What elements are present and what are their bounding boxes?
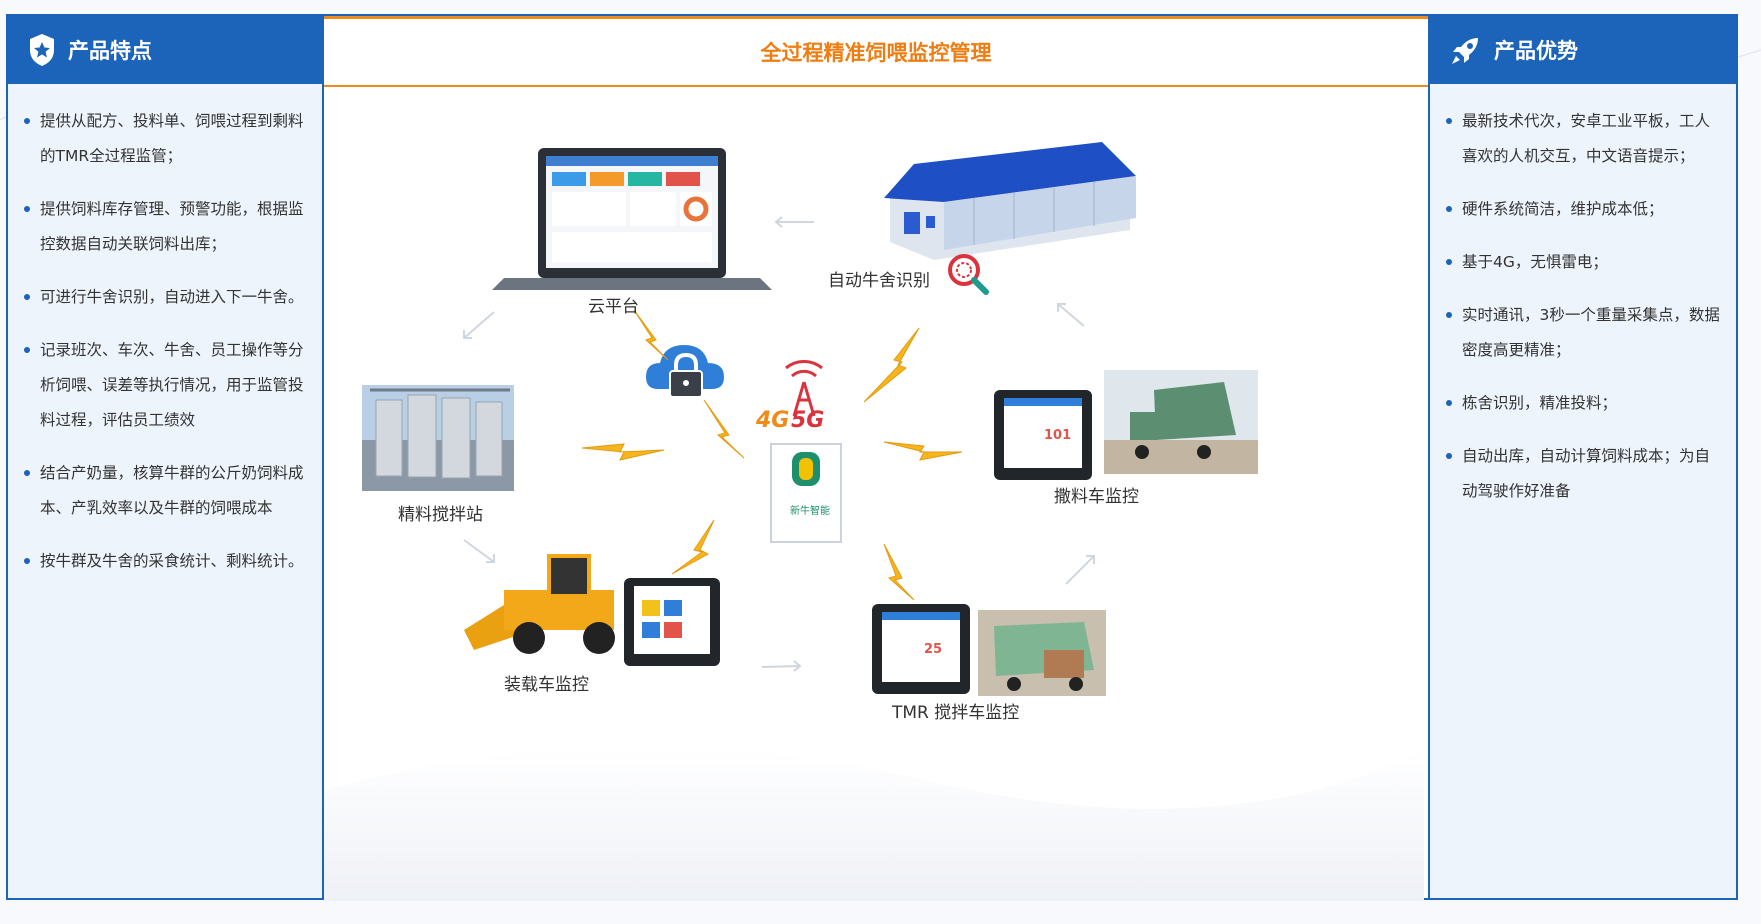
label-tmr: TMR 搅拌车监控 — [892, 703, 1020, 723]
tower-signal-icon — [785, 360, 823, 417]
list-item: 提供饲料库存管理、预警功能，根据监控数据自动关联饲料出库； — [24, 192, 308, 262]
list-item: 记录班次、车次、牛舍、员工操作等分析饲喂、误差等执行情况，用于监管投料过程，评估… — [24, 333, 308, 438]
list-item: 实时通讯，3秒一个重量采集点，数据密度高更精准； — [1446, 298, 1722, 368]
silo-photo — [362, 385, 514, 491]
screen-value-2: 25 — [924, 642, 943, 657]
list-item: 提供从配方、投料单、饲喂过程到剩料的TMR全过程监管； — [24, 104, 308, 174]
list-item: 最新技术代次，安卓工业平板，工人喜欢的人机交互，中文语音提示； — [1446, 104, 1722, 174]
features-panel: 产品特点 提供从配方、投料单、饲喂过程到剩料的TMR全过程监管； 提供饲料库存管… — [8, 16, 324, 898]
tmr-photo — [978, 610, 1106, 696]
list-item: 结合产奶量，核算牛群的公斤奶饲料成本、产乳效率以及牛群的饲喂成本 — [24, 456, 308, 526]
label-loader: 装载车监控 — [504, 675, 589, 695]
network-hub-device — [770, 360, 842, 543]
network-label-4g: 4G — [756, 408, 790, 433]
features-title: 产品特点 — [68, 39, 152, 63]
label-station: 精料搅拌站 — [398, 505, 483, 525]
list-item: 栋舍识别，精准投料； — [1446, 386, 1722, 421]
loader-tablet — [624, 578, 720, 666]
features-list: 提供从配方、投料单、饲喂过程到剩料的TMR全过程监管； 提供饲料库存管理、预警功… — [8, 84, 322, 579]
spreader-photo — [1104, 370, 1258, 474]
loader-illustration — [464, 554, 615, 654]
diagram-graphics — [324, 142, 1424, 901]
advantages-panel: 产品优势 最新技术代次，安卓工业平板，工人喜欢的人机交互，中文语音提示； 硬件系… — [1428, 16, 1736, 898]
barn-illustration — [884, 142, 1136, 260]
list-item: 按牛群及牛舍的采食统计、剩料统计。 — [24, 544, 308, 579]
features-header: 产品特点 — [8, 16, 322, 84]
main-frame: 产品特点 提供从配方、投料单、饲喂过程到剩料的TMR全过程监管； 提供饲料库存管… — [6, 14, 1738, 901]
star-shield-icon — [30, 34, 54, 66]
magnifier-icon — [948, 254, 989, 295]
process-panel: 全过程精准饲喂监控管理 — [324, 16, 1428, 901]
flow-arrows — [463, 216, 1095, 672]
network-label-5g: 5G — [791, 408, 825, 433]
advantages-list: 最新技术代次，安卓工业平板，工人喜欢的人机交互，中文语音提示； 硬件系统简洁，维… — [1430, 84, 1736, 509]
list-item: 可进行牛舍识别，自动进入下一牛舍。 — [24, 280, 308, 315]
rocket-icon — [1452, 38, 1478, 64]
spreader-tablet — [994, 390, 1092, 480]
list-item: 硬件系统简洁，维护成本低； — [1446, 192, 1722, 227]
label-barn: 自动牛舍识别 — [828, 271, 930, 291]
label-spreader: 撒料车监控 — [1054, 487, 1139, 507]
laptop-illustration — [492, 148, 772, 290]
process-title: 全过程精准饲喂监控管理 — [324, 19, 1428, 87]
process-diagram: 云平台 自动牛舍识别 精料搅拌站 撒料车监控 装载车监控 TMR 搅拌车监控 4… — [324, 90, 1424, 901]
cloud-lock-icon — [646, 345, 724, 398]
list-item: 基于4G，无惧雷电； — [1446, 245, 1722, 280]
label-cloud: 云平台 — [588, 297, 639, 317]
advantages-header: 产品优势 — [1430, 16, 1736, 84]
hub-brand: 新牛智能 — [790, 506, 830, 517]
lightning-bolts — [581, 309, 963, 601]
tmr-tablet — [872, 604, 970, 694]
list-item: 自动出库，自动计算饲料成本；为自动驾驶作好准备 — [1446, 439, 1722, 509]
screen-value-1: 101 — [1044, 428, 1072, 443]
advantages-title: 产品优势 — [1494, 39, 1578, 63]
